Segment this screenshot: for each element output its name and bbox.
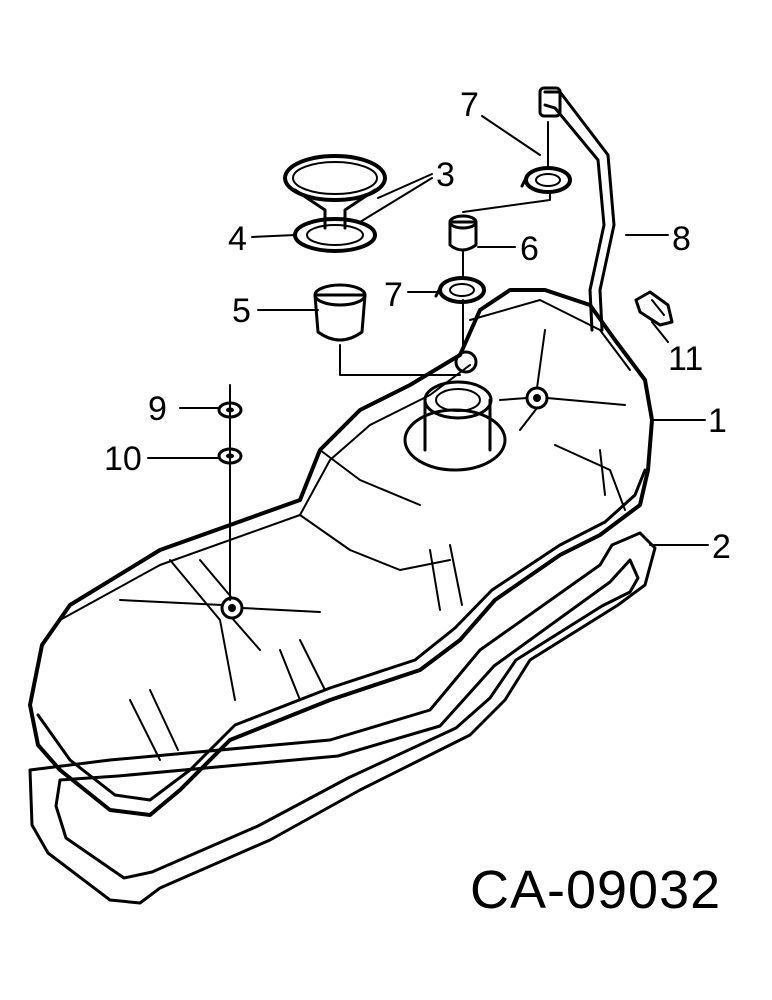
callout-2: 2 — [712, 528, 731, 566]
callout-5: 5 — [232, 292, 251, 330]
reference-code: CA-09032 — [470, 860, 721, 920]
callout-3: 3 — [436, 156, 455, 194]
callout-7-upper: 7 — [460, 86, 479, 124]
clip-part — [634, 290, 674, 327]
leader-lines — [147, 115, 709, 546]
callout-8: 8 — [672, 220, 691, 258]
valve-cover — [28, 288, 654, 817]
callout-1: 1 — [708, 402, 727, 440]
cup-part — [313, 283, 367, 342]
callout-4: 4 — [228, 220, 247, 258]
callout-10: 10 — [104, 440, 142, 478]
gasket-lower — [28, 531, 657, 905]
filler-cap — [283, 154, 387, 253]
callout-11: 11 — [668, 340, 703, 378]
callout-7-lower: 7 — [384, 276, 403, 314]
assembly-lines — [229, 121, 551, 601]
callout-6: 6 — [520, 230, 539, 268]
breather-tube — [538, 86, 616, 332]
breather-fittings — [434, 166, 572, 304]
callout-9: 9 — [148, 390, 167, 428]
callout-labels: 1 2 3 4 5 6 7 7 8 9 10 11 — [104, 86, 731, 566]
